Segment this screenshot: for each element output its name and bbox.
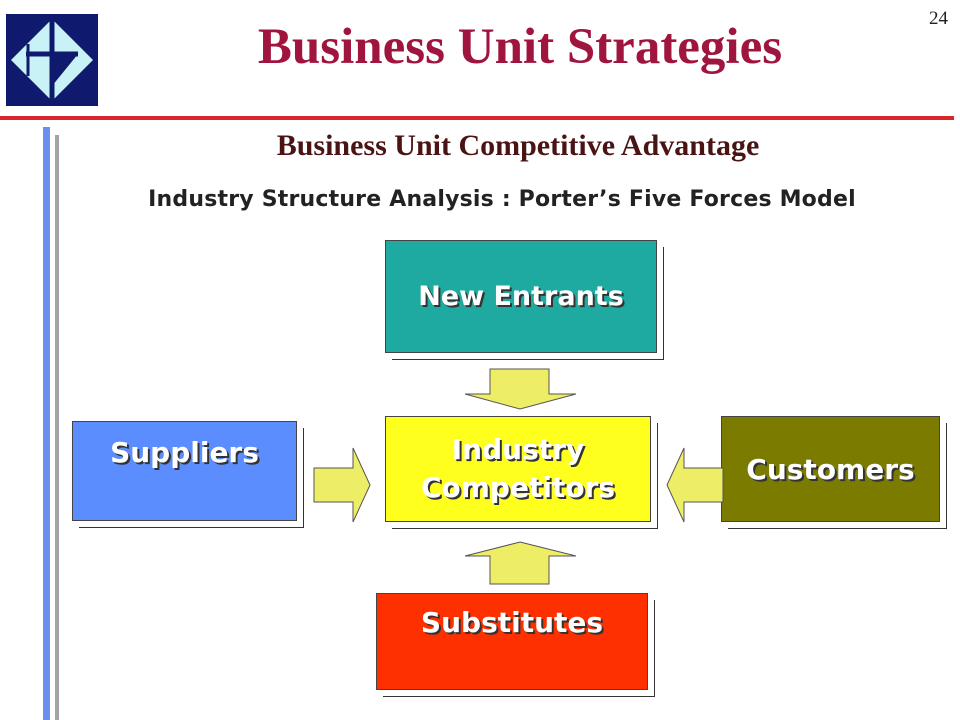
- title-rule: [0, 116, 954, 120]
- industry-competitors-box: Industry Competitors: [385, 416, 651, 522]
- page-number: 24: [929, 8, 948, 29]
- industry-label-line1: Industry: [451, 433, 585, 466]
- model-title: Industry Structure Analysis : Porter’s F…: [148, 187, 856, 212]
- suppliers-box: Suppliers: [72, 421, 297, 521]
- arrow-up-icon: [464, 541, 577, 585]
- new-entrants-label: New Entrants: [418, 281, 624, 312]
- arrow-down-icon: [464, 368, 577, 410]
- suppliers-label: Suppliers: [110, 436, 259, 469]
- arrow-right-icon: [313, 447, 371, 523]
- customers-box: Customers: [721, 416, 940, 522]
- industry-label-line2: Competitors: [420, 471, 616, 504]
- left-accent-bar-gray: [55, 135, 59, 720]
- new-entrants-box: New Entrants: [385, 240, 657, 353]
- slide-title: Business Unit Strategies: [257, 19, 783, 75]
- kite-diamond-logo-icon: [6, 14, 98, 106]
- arrow-left-icon: [666, 447, 724, 523]
- customers-label: Customers: [746, 452, 915, 486]
- substitutes-label: Substitutes: [420, 606, 604, 639]
- left-accent-bar: [43, 127, 50, 720]
- substitutes-box: Substitutes: [376, 593, 648, 690]
- slide-subtitle: Business Unit Competitive Advantage: [276, 129, 760, 162]
